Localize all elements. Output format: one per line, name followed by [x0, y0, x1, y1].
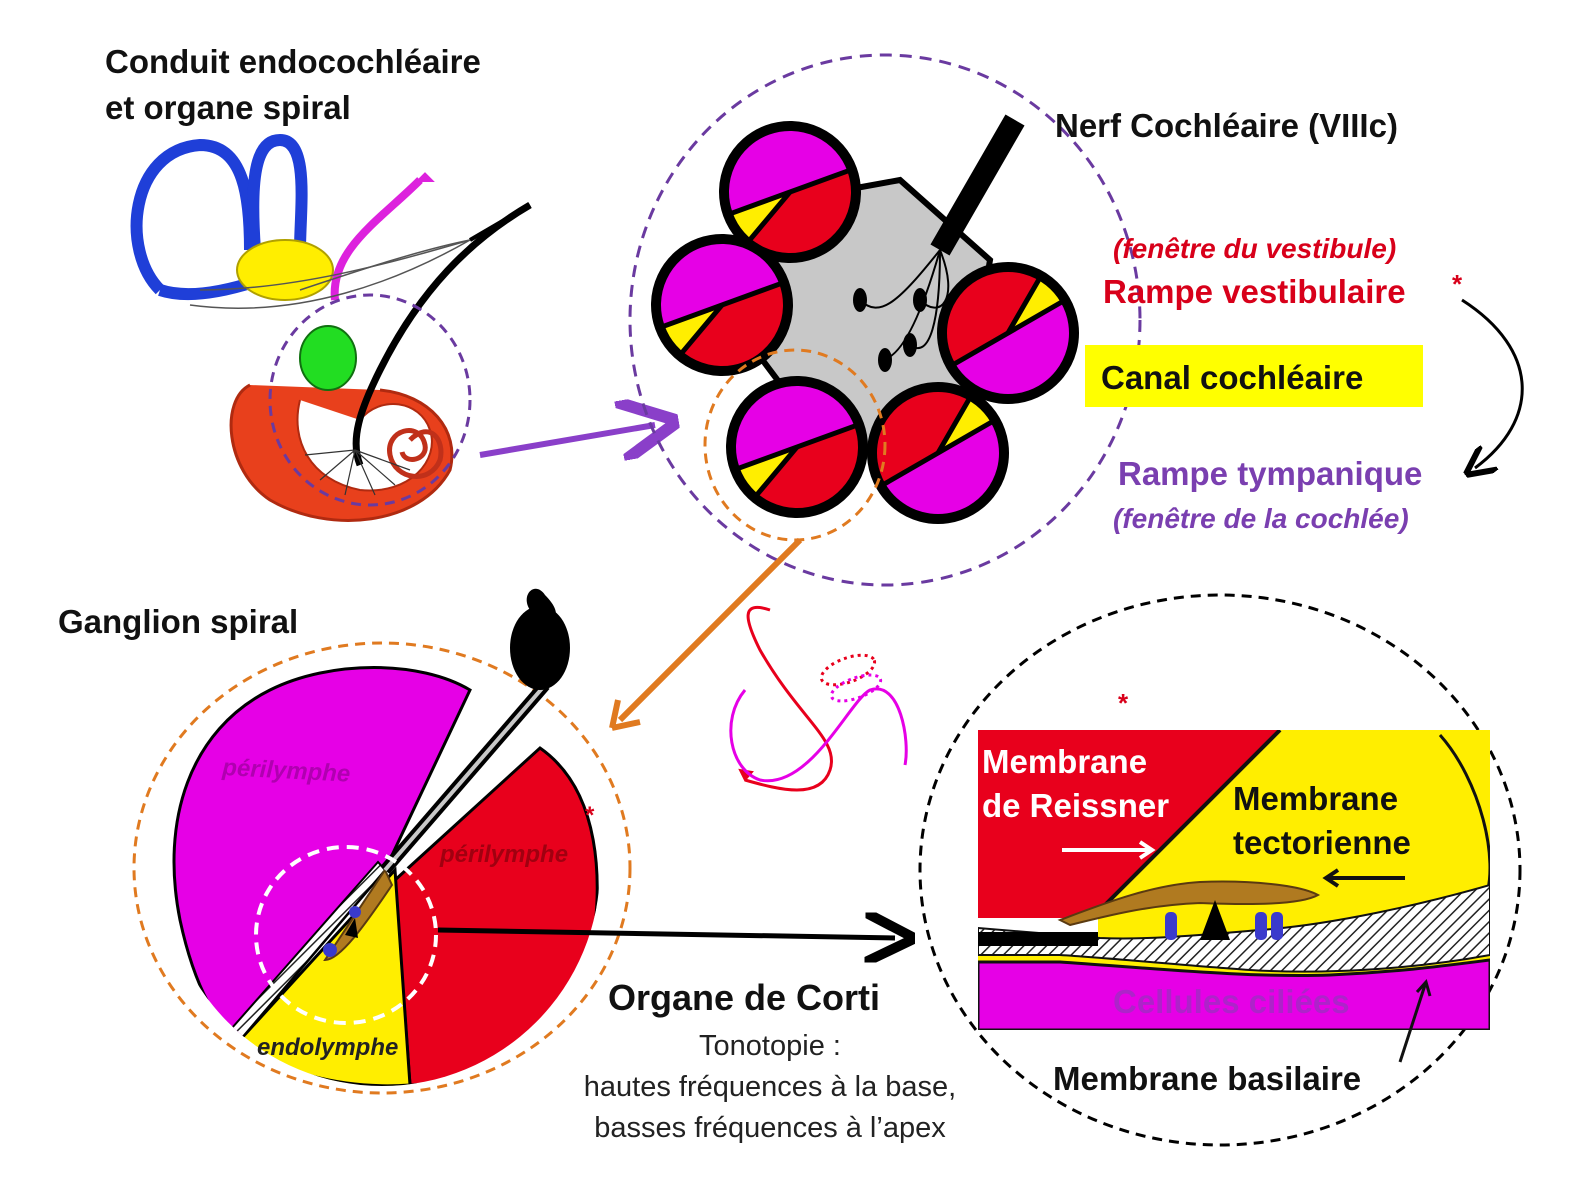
turn-sector	[754, 424, 863, 513]
scala-vestibuli-detail	[978, 730, 1280, 918]
cochlear-duct-label: Canal cochléaire	[1101, 359, 1363, 396]
nerve-label: Nerf Cochléaire (VIIIc)	[1055, 107, 1398, 144]
nerve-fibers-top	[189, 239, 471, 309]
basilar-line	[745, 190, 792, 245]
turn-zoom-circle	[703, 348, 887, 542]
reissner-membrane	[1088, 730, 1282, 922]
ganglion-cell	[510, 606, 570, 690]
scala-labels: (fenêtre du vestibule) Rampe vestibulair…	[1085, 233, 1524, 534]
perilymph-label-2: périlymphe	[439, 841, 568, 868]
turn-sector	[1008, 275, 1066, 333]
turn-sector	[727, 192, 790, 243]
scala-tympani-detail	[978, 958, 1490, 1030]
ganglion-fibers	[304, 449, 411, 496]
top-left-title: Conduit endocochléaire et organe spiral	[105, 43, 481, 126]
corti-detail-circle	[918, 593, 1522, 1147]
enlarged-turn-outline	[132, 641, 632, 1095]
tectorial-label-1: Membrane	[1233, 780, 1398, 817]
turn-sector	[656, 239, 785, 328]
corti-legend: Organe de Corti Tonotopie : hautes fréqu…	[584, 977, 956, 1144]
basilar-line	[1005, 274, 1044, 335]
cochlea-spiral	[387, 428, 444, 479]
zoom-arrow-3	[437, 930, 895, 938]
hair-cells	[1165, 912, 1283, 940]
basilar-line	[935, 394, 974, 455]
cochlear-duct-box	[1085, 345, 1423, 407]
basilar-arrow	[1398, 984, 1427, 1063]
cochlear-turn	[651, 234, 793, 376]
endolymph-label: endolymphe	[257, 1034, 398, 1061]
star-marker-2: *	[585, 802, 595, 829]
turn-sector	[950, 300, 1074, 399]
turn-sector	[942, 267, 1042, 366]
inner-ear-zoom-circle	[268, 293, 472, 507]
pillar-cells	[1200, 900, 1230, 940]
scala-tympani-section	[393, 746, 599, 1086]
endolymphatic-duct	[330, 177, 423, 301]
turn-sector	[872, 387, 972, 486]
corti-zoom-circle	[254, 845, 438, 1025]
tectorial-label-2: tectorienne	[1233, 824, 1411, 861]
utricle	[236, 239, 334, 301]
scala-connection-arrow	[1462, 298, 1524, 468]
nerve-trunk	[930, 114, 1025, 256]
perilymph-label-1: périlymphe	[221, 754, 351, 788]
title-line1: Conduit endocochléaire	[105, 43, 481, 80]
cochlea-cross-section	[609, 53, 1142, 731]
zoom-arrow-2	[617, 537, 803, 723]
cochlear-window-label: (fenêtre de la cochlée)	[1113, 503, 1409, 534]
turn-sector	[747, 169, 856, 258]
cochlear-turn	[937, 262, 1079, 404]
corti-detail: * Membrane de Reissner Membrane tectorie…	[918, 593, 1522, 1147]
basilar-label: Membrane basilaire	[1053, 1060, 1361, 1097]
turn-sector	[734, 447, 797, 498]
turn-sector	[724, 126, 853, 215]
turn-sector	[659, 305, 722, 356]
reissner-label-1: Membrane	[982, 743, 1147, 780]
turn-sector	[880, 420, 1004, 519]
zoom-arrow-1	[479, 425, 655, 455]
turn-sector	[938, 395, 996, 453]
cochlear-turn	[726, 376, 868, 518]
reissner-label-2: de Reissner	[982, 787, 1169, 824]
cochlear-turns	[651, 121, 1079, 524]
basilar-line	[677, 303, 724, 358]
cochlear-turn	[867, 382, 1009, 524]
star-marker-1: *	[1452, 269, 1463, 299]
hair-cells-label: Cellules ciliées	[1113, 983, 1350, 1020]
tectorial-membrane	[1057, 880, 1321, 927]
turn-sector	[679, 282, 788, 371]
vestibular-scala-label: Rampe vestibulaire	[1103, 273, 1406, 310]
star-marker-3: *	[1118, 688, 1129, 718]
tonotopy-line1: hautes fréquences à la base,	[584, 1071, 956, 1103]
saccule	[299, 325, 357, 391]
ganglion-label: Ganglion spiral	[58, 603, 298, 640]
tonotopy-label: Tonotopie :	[699, 1030, 841, 1062]
tympanic-scala-label: Rampe tympanique	[1118, 455, 1422, 492]
tonotopy-line2: basses fréquences à l’apex	[594, 1112, 946, 1144]
corti-title: Organe de Corti	[608, 977, 880, 1018]
title-line2: et organe spiral	[105, 89, 351, 126]
cochlear-nerve-top	[352, 201, 532, 467]
cochlear-turn	[719, 121, 861, 263]
section-circle	[628, 53, 1142, 587]
basilar-line	[752, 445, 799, 500]
sound-wave-icon	[729, 605, 908, 792]
vestibular-window-label: (fenêtre du vestibule)	[1113, 233, 1396, 264]
inner-ear-illustration	[130, 133, 655, 522]
turn-sector	[731, 381, 860, 470]
